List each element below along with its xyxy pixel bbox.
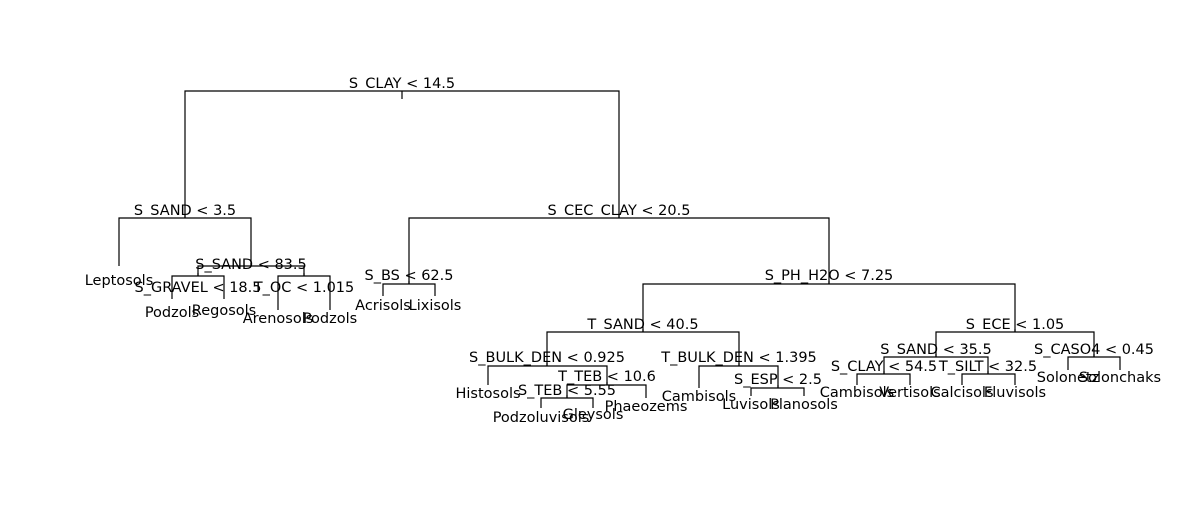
leaf-label-leptosols: Leptosols (85, 273, 154, 289)
leaf-label-planosols: Planosols (770, 397, 838, 413)
leaf-label-lixisols: Lixisols (409, 298, 462, 314)
leaf-label-cambisols: Cambisols (662, 389, 736, 405)
split-label-n3: S_SAND < 83.5 (195, 257, 307, 273)
branch-n18 (961, 373, 1016, 385)
branch-n7 (382, 283, 436, 296)
branch-n8 (642, 283, 1016, 332)
branch-n17 (856, 373, 911, 385)
leaf-label-solonetz: Solonetz (1037, 370, 1099, 386)
split-label-n6: S_CEC_CLAY < 20.5 (548, 203, 691, 219)
leaf-label-gleysols: Gleysols (563, 407, 624, 423)
leaf-label-regosols: Regosols (192, 303, 256, 319)
leaf-label-fluvisols: Fluvisols (984, 385, 1046, 401)
branch-n1 (184, 90, 620, 218)
leaf-label-luvisols: Luvisols (722, 397, 780, 413)
tree-edges (118, 90, 1121, 408)
branch-n14 (750, 387, 805, 396)
split-label-n2: S_SAND < 3.5 (134, 203, 236, 219)
split-label-root: S_CLAY < 14.5 (349, 76, 455, 92)
leaf-label-histosols: Histosols (455, 386, 520, 402)
split-label-n17: S_CLAY < 54.5 (831, 359, 937, 375)
split-label-n19: S_CASO4 < 0.45 (1034, 342, 1154, 358)
split-label-n12: S_TEB < 5.55 (518, 383, 616, 399)
split-label-n8: S_PH_H2O < 7.25 (765, 268, 894, 284)
split-label-n5: T_OC < 1.015 (253, 280, 355, 296)
leaf-label-solonchaks: Solonchaks (1079, 370, 1161, 386)
leaf-label-arenosols: Arenosols (243, 311, 314, 327)
split-label-n16: S_SAND < 35.5 (880, 342, 992, 358)
split-label-n9: T_SAND < 40.5 (586, 317, 698, 333)
split-label-n7: S_BS < 62.5 (364, 268, 453, 284)
split-label-n15: S_ECE < 1.05 (966, 317, 1065, 333)
split-label-n18: T_SILT < 32.5 (938, 359, 1037, 375)
branch-n19 (1067, 356, 1121, 370)
leaf-label-podzols: Podzols (145, 305, 199, 321)
leaf-label-cambisols: Cambisols (820, 385, 894, 401)
leaf-label-calcisols: Calcisols (930, 385, 993, 401)
leaf-label-phaeozems: Phaeozems (605, 399, 688, 415)
split-label-n10: S_BULK_DEN < 0.925 (469, 350, 625, 366)
split-label-n4: S_GRAVEL < 18.5 (135, 280, 262, 296)
leaf-label-podzols: Podzols (303, 311, 357, 327)
split-label-n14: S_ESP < 2.5 (734, 372, 822, 388)
split-label-n13: T_BULK_DEN < 1.395 (660, 350, 817, 366)
leaf-label-podzoluvisols: Podzoluvisols (493, 410, 590, 426)
split-label-n11: T_TEB < 10.6 (557, 369, 656, 385)
leaf-label-acrisols: Acrisols (355, 298, 411, 314)
leaf-label-vertisols: Vertisols (879, 385, 940, 401)
tree-labels: S_CLAY < 14.5 S_SAND < 3.5 S_SAND < 83.5… (85, 76, 1161, 426)
